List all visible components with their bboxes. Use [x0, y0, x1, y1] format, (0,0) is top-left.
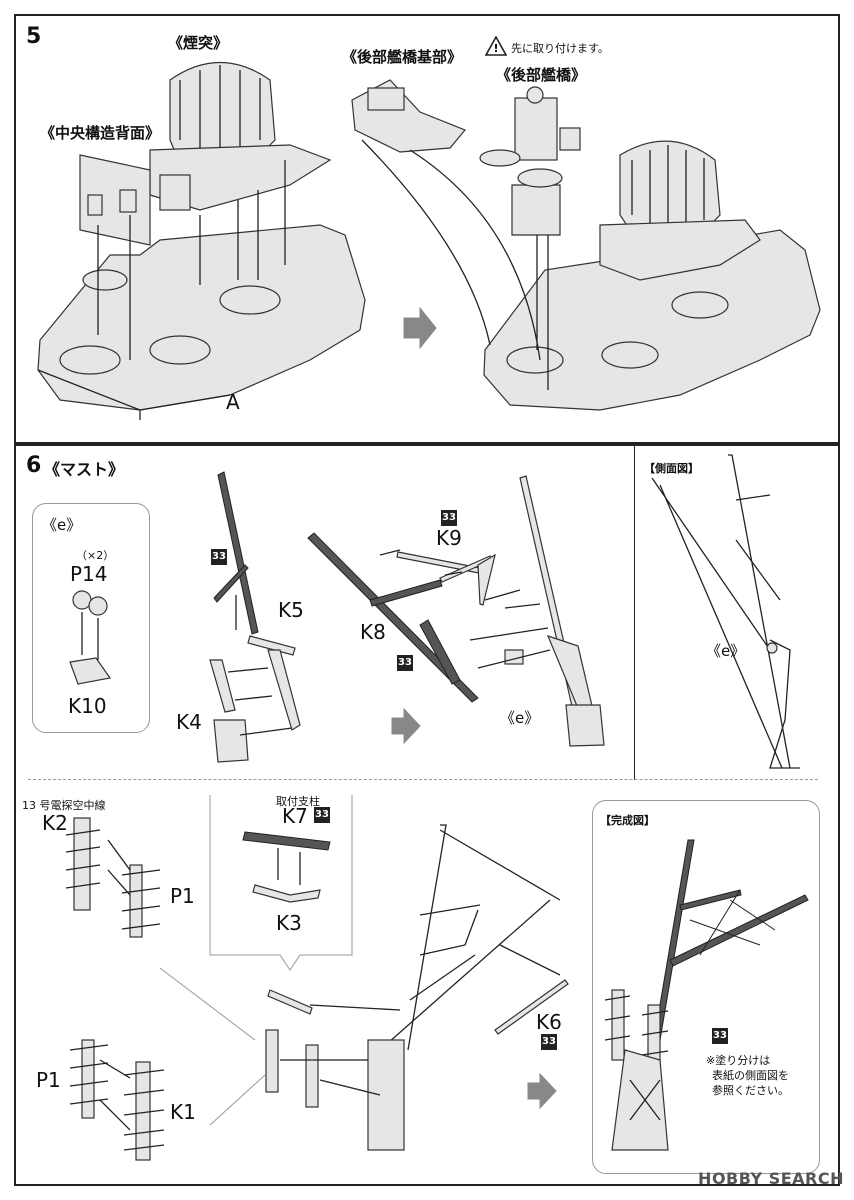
e-label-center: 《e》 — [500, 709, 540, 727]
part-p1-top: P1 — [170, 884, 195, 908]
finished-mast — [604, 839, 809, 1151]
color-badge-k9: 33 — [441, 510, 457, 526]
part-k7: K7 — [282, 804, 308, 828]
step5-next-arrow — [403, 306, 437, 350]
step6-number: 6 — [26, 453, 42, 478]
part-k3: K3 — [276, 911, 302, 935]
paint-note-line2: 表紙の側面図を — [712, 1069, 789, 1082]
rear-bridge-base-part — [351, 79, 466, 153]
svg-text:!: ! — [493, 42, 498, 55]
e-subassembly-art — [69, 590, 112, 685]
paint-note-line3: 参照ください。 — [712, 1084, 789, 1097]
step5-left-arrows — [97, 160, 286, 360]
caution-icon: ! — [484, 35, 508, 56]
radar-k2-p1 — [65, 817, 161, 938]
part-p14: P14 — [70, 562, 108, 586]
rear-bridge-part — [479, 86, 581, 236]
p14-quantity: （×2） — [76, 549, 115, 562]
color-badge-k5: 33 — [211, 549, 227, 565]
rear-bridge-base-label: 《後部艦橋基部》 — [342, 48, 463, 66]
caution-text: 先に取り付けます。 — [511, 42, 609, 55]
hull-structure-a — [37, 224, 366, 420]
radar-wire-label: 13 号電探空中線 — [22, 799, 106, 812]
part-k10: K10 — [68, 694, 107, 718]
main-mast-assembly — [265, 824, 569, 1151]
finish-arrow — [527, 1072, 557, 1110]
side-view-divider — [634, 446, 635, 780]
funnel-part — [149, 62, 332, 211]
paint-note-line1: ※塗り分けは — [706, 1054, 771, 1067]
central-back-label: 《中央構造背面》 — [40, 124, 161, 142]
step6-title: 《マスト》 — [44, 460, 125, 479]
funnel-label: 《煙突》 — [168, 34, 229, 52]
part-k1: K1 — [170, 1100, 196, 1124]
step6-next-arrow — [391, 707, 421, 745]
radar-p1-k1 — [69, 1039, 165, 1161]
step5-right-arrows — [361, 139, 549, 390]
step6-divider — [28, 779, 818, 780]
k5-mast — [209, 471, 301, 763]
e-subassembly-box — [32, 503, 150, 733]
part-k2: K2 — [42, 811, 68, 835]
k7-callout-border — [209, 795, 353, 971]
central-back-part — [79, 154, 151, 246]
color-badge-finished: 33 — [712, 1028, 728, 1044]
part-k9: K9 — [436, 526, 462, 550]
side-view-mast — [651, 454, 800, 769]
part-k4: K4 — [176, 710, 202, 734]
k7-k3-art — [242, 831, 331, 903]
support-label: 取付支柱 — [276, 795, 320, 808]
color-badge-k7: 33 — [314, 807, 330, 823]
part-k8: K8 — [360, 620, 386, 644]
color-badge-k6: 33 — [541, 1034, 557, 1050]
callout-lines — [159, 967, 266, 1126]
part-k5: K5 — [278, 598, 304, 622]
part-k6: K6 — [536, 1010, 562, 1034]
step5-number: 5 — [26, 24, 42, 49]
finished-label: 【完成図】 — [600, 814, 655, 827]
e-label-side: 《e》 — [706, 642, 746, 660]
k8-k9-assembly — [307, 475, 605, 747]
step5-panel — [14, 14, 840, 444]
part-p1-bottom: P1 — [36, 1068, 61, 1092]
step6-panel — [14, 444, 840, 1186]
color-badge-k8: 33 — [397, 655, 413, 671]
e-label: 《e》 — [42, 516, 82, 534]
rear-bridge-label: 《後部艦橋》 — [496, 66, 587, 84]
finished-view-box — [592, 800, 820, 1174]
assembled-hull-right — [483, 140, 821, 411]
part-a-label: A — [226, 390, 240, 414]
watermark: HOBBY SEARCH — [698, 1169, 844, 1188]
side-view-label: 【側面図】 — [644, 462, 699, 475]
